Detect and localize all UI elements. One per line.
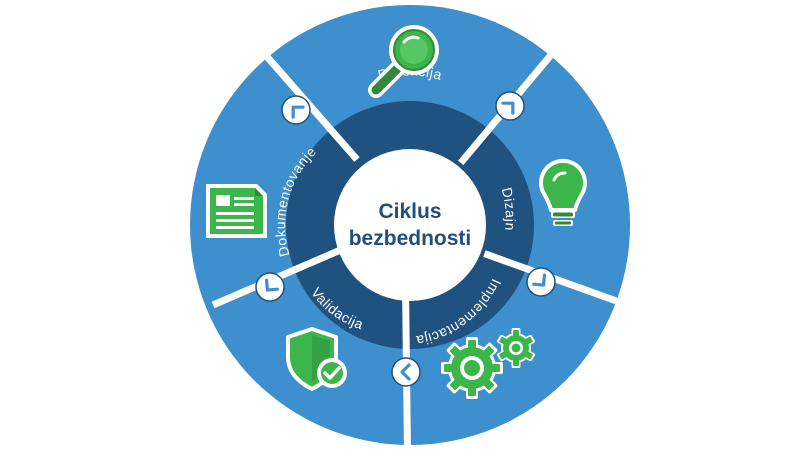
chevron-icon [495, 91, 525, 121]
center-title-line1: Ciklus [378, 200, 441, 223]
chevron-connectors [255, 91, 556, 387]
center-circle [334, 149, 486, 301]
chevron-icon [526, 267, 556, 297]
chevron-icon [391, 357, 421, 387]
gears-icon [441, 328, 535, 399]
lightbulb-icon [539, 158, 587, 226]
document-icon [206, 184, 267, 238]
center-title-line2: bezbednosti [349, 227, 472, 250]
chevron-icon [281, 95, 311, 125]
shield-check-icon [286, 327, 347, 391]
chevron-icon [255, 272, 285, 302]
magnifier-icon [368, 25, 439, 98]
